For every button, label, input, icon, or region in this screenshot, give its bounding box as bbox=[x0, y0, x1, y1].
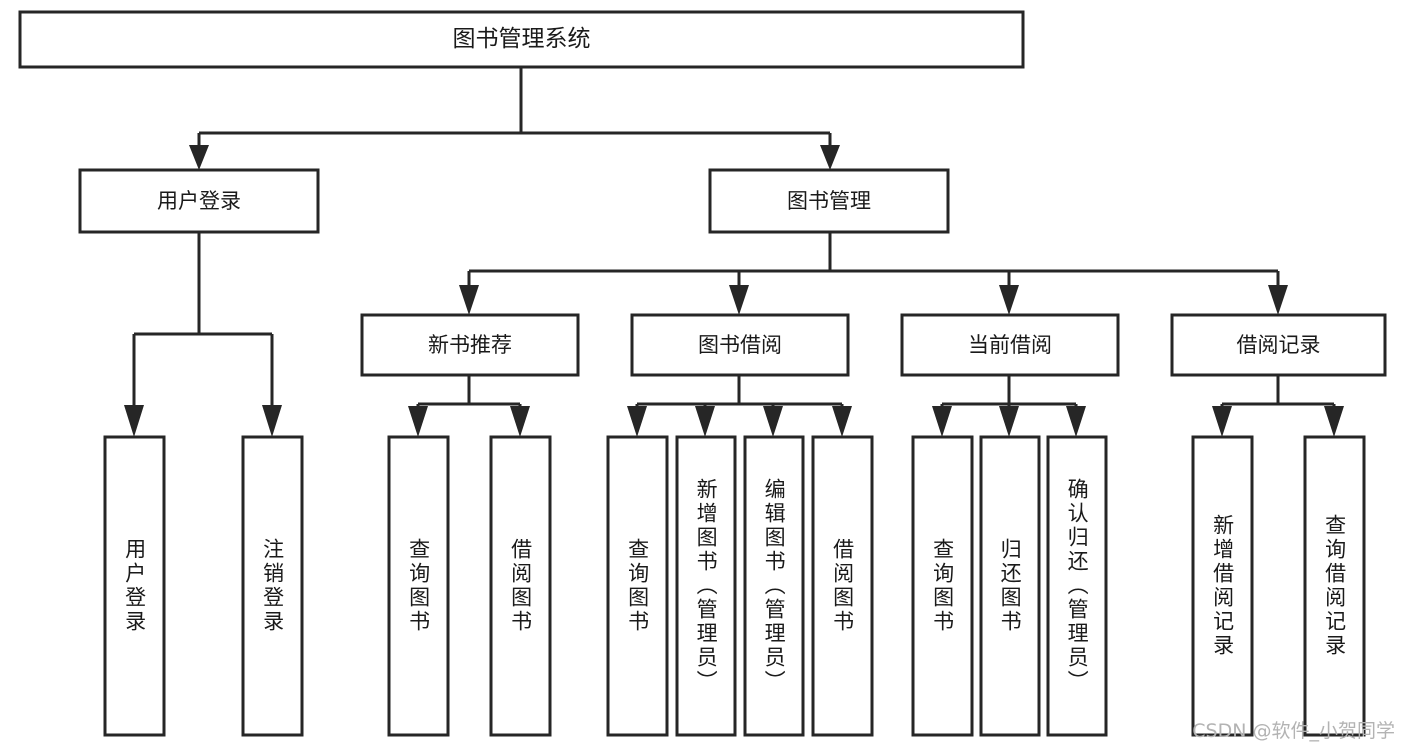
node-box-leaf-borrow-book-2[interactable] bbox=[811, 435, 874, 737]
arrow-head-leaf-query-book-2 bbox=[627, 406, 647, 437]
arrow-head-new-book-recommend bbox=[459, 285, 479, 315]
node-box-leaf-return-book[interactable] bbox=[979, 435, 1041, 737]
node-box-book-borrow[interactable] bbox=[630, 313, 850, 377]
arrow-head-leaf-borrow-book-1 bbox=[510, 406, 530, 437]
connector-newbook-to-leaves bbox=[408, 375, 530, 437]
connector-root-to-level2 bbox=[189, 67, 840, 170]
node-box-leaf-user-login[interactable] bbox=[103, 435, 166, 737]
arrow-head-leaf-add-record bbox=[1212, 406, 1232, 437]
node-box-leaf-query-book-1[interactable] bbox=[387, 435, 450, 737]
arrow-head-user-login bbox=[189, 145, 209, 170]
arrow-head-borrow-record bbox=[1268, 285, 1288, 315]
connector-bookmanage-to-level3 bbox=[459, 232, 1288, 315]
node-box-leaf-query-record[interactable] bbox=[1303, 435, 1366, 737]
node-box-leaf-edit-book[interactable] bbox=[743, 435, 805, 737]
arrow-head-leaf-query-book-3 bbox=[932, 406, 952, 437]
arrow-head-book-borrow bbox=[729, 285, 749, 315]
node-box-leaf-logout-login[interactable] bbox=[241, 435, 304, 737]
node-box-leaf-query-book-3[interactable] bbox=[911, 435, 974, 737]
node-box-user-login[interactable] bbox=[78, 168, 320, 234]
node-box-current-borrow[interactable] bbox=[900, 313, 1120, 377]
arrow-head-leaf-borrow-book-2 bbox=[832, 406, 852, 437]
arrow-head-leaf-logout-login bbox=[262, 405, 282, 437]
connector-borrowrecord-to-leaves bbox=[1212, 375, 1344, 437]
connector-userlogin-to-leaves bbox=[124, 232, 282, 437]
connector-bookborrow-to-leaves bbox=[627, 375, 852, 437]
arrow-head-book-manage bbox=[820, 145, 840, 170]
arrow-head-leaf-add-book bbox=[695, 406, 715, 437]
watermark-text: CSDN @软件_小贺同学 bbox=[1192, 720, 1395, 742]
node-box-leaf-add-record[interactable] bbox=[1191, 435, 1254, 737]
node-box-new-book-recommend[interactable] bbox=[360, 313, 580, 377]
arrow-head-leaf-return-book bbox=[999, 406, 1019, 437]
node-box-book-manage[interactable] bbox=[708, 168, 950, 234]
node-box-root[interactable] bbox=[18, 10, 1025, 69]
arrow-head-leaf-query-record bbox=[1324, 406, 1344, 437]
arrow-head-leaf-edit-book bbox=[763, 406, 783, 437]
arrow-head-leaf-query-book-1 bbox=[408, 406, 428, 437]
node-box-leaf-add-book[interactable] bbox=[675, 435, 737, 737]
arrow-head-current-borrow bbox=[999, 285, 1019, 315]
arrow-head-leaf-confirm-return bbox=[1066, 406, 1086, 437]
node-box-borrow-record[interactable] bbox=[1170, 313, 1387, 377]
arrow-head-leaf-user-login bbox=[124, 405, 144, 437]
connector-currentborrow-to-leaves bbox=[932, 375, 1086, 437]
node-box-leaf-confirm-return[interactable] bbox=[1046, 435, 1108, 737]
node-box-leaf-borrow-book-1[interactable] bbox=[489, 435, 552, 737]
node-box-leaf-query-book-2[interactable] bbox=[606, 435, 669, 737]
